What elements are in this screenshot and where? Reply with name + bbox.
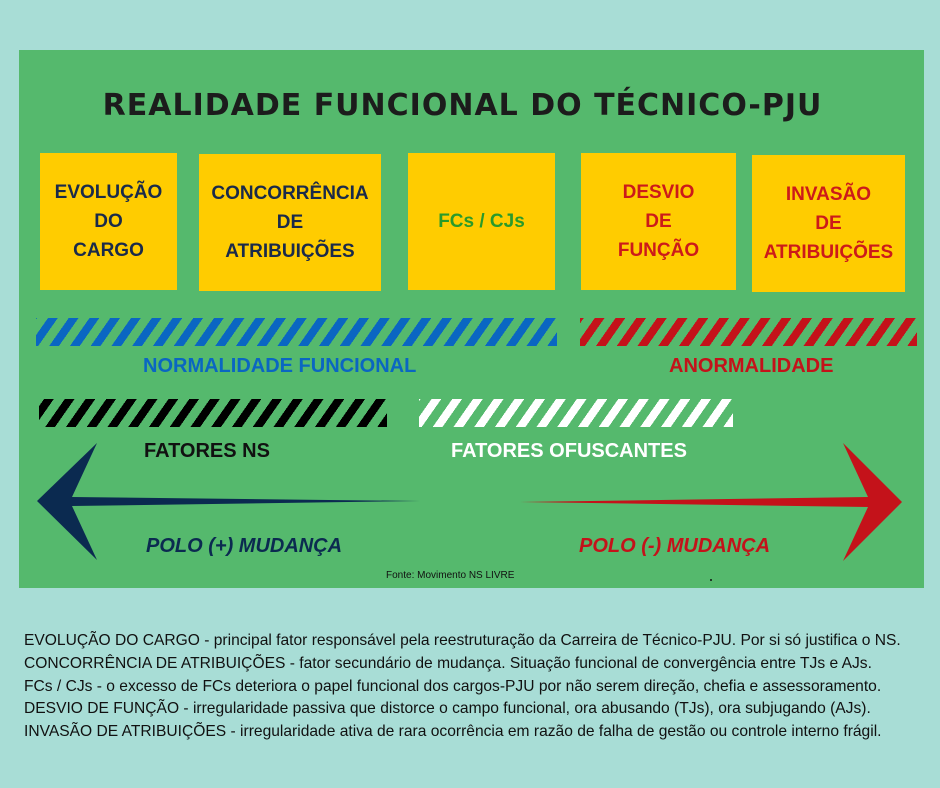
arrow-left-icon	[37, 443, 420, 560]
normality-label: NORMALIDADE FUNCIONAL	[143, 355, 417, 377]
concept-box-line: CARGO	[73, 240, 144, 261]
concept-box-line: ATRIBUIÇÕES	[763, 242, 894, 263]
notes: EVOLUÇÃO DO CARGO - principal fator resp…	[24, 630, 901, 744]
note-line: EVOLUÇÃO DO CARGO - principal fator resp…	[24, 632, 901, 649]
concept-box: DESVIO DE FUNÇÃO	[581, 153, 736, 290]
concept-box-line: FUNÇÃO	[617, 240, 700, 261]
source-credit: Fonte: Movimento NS LIVRE	[386, 570, 515, 581]
concept-box-line: DE	[815, 213, 842, 234]
dot-mark	[710, 579, 712, 581]
arrow-right-icon	[520, 443, 902, 561]
concept-box-line: DESVIO	[622, 182, 695, 203]
concept-box: EVOLUÇÃO DO CARGO	[40, 153, 177, 290]
concept-box-line: DE	[645, 211, 672, 232]
concept-box-line: FCs / CJs	[438, 211, 525, 232]
obscuring-factors-stripe	[419, 399, 733, 427]
ns-factors-label: FATORES NS	[144, 440, 270, 462]
note-line: CONCORRÊNCIA DE ATRIBUIÇÕES - fator secu…	[24, 654, 872, 672]
concept-box-line: DO	[94, 211, 123, 232]
obscuring-factors-label: FATORES OFUSCANTES	[451, 440, 687, 462]
concept-box-line: DE	[276, 212, 304, 233]
concept-box-line: EVOLUÇÃO	[54, 182, 163, 203]
note-line: INVASÃO DE ATRIBUIÇÕES - irregularidade …	[24, 723, 882, 741]
concept-box-line: ATRIBUIÇÕES	[225, 241, 355, 262]
note-line: DESVIO DE FUNÇÃO - irregularidade passiv…	[24, 700, 871, 718]
positive-pole-label: POLO (+) MUDANÇA	[146, 535, 343, 557]
concept-box-line: INVASÃO	[785, 184, 872, 205]
concept-box: INVASÃO DE ATRIBUIÇÕES	[752, 155, 905, 292]
ns-factors-stripe	[39, 399, 387, 427]
normality-stripe	[36, 318, 557, 346]
negative-pole-label: POLO (-) MUDANÇA	[579, 535, 771, 557]
concept-box: CONCORRÊNCIA DE ATRIBUIÇÕES	[199, 154, 381, 291]
note-line: FCs / CJs - o excesso de FCs deteriora o…	[24, 677, 882, 695]
abnormality-label: ANORMALIDADE	[669, 355, 834, 377]
concept-box-line: CONCORRÊNCIA	[211, 183, 369, 204]
page-title: REALIDADE FUNCIONAL DO TÉCNICO-PJU	[102, 88, 823, 123]
abnormality-stripe	[580, 318, 917, 346]
concept-box: FCs / CJs	[408, 153, 555, 290]
